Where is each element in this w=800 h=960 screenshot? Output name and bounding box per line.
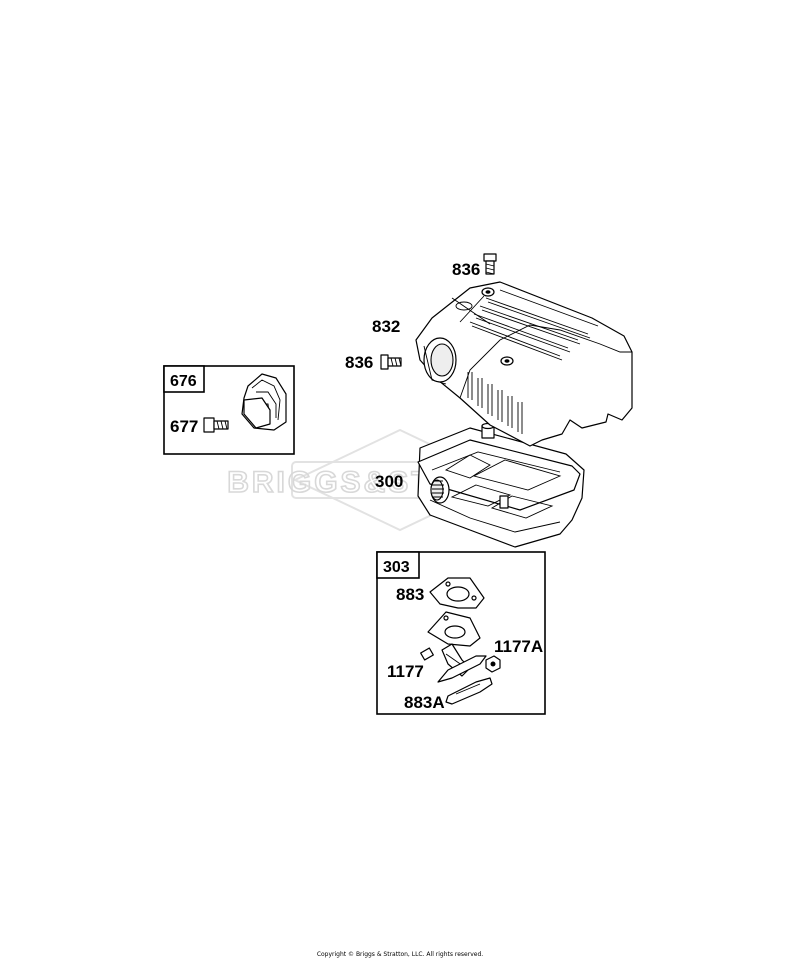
- copyright-footer: Copyright © Briggs & Stratton, LLC. All …: [317, 951, 483, 958]
- gasket-kit-box: [376, 551, 546, 715]
- bolt-top-part: [483, 253, 497, 275]
- label-303: 303: [383, 559, 410, 576]
- label-836-top: 836: [452, 260, 480, 279]
- label-836-side: 836: [345, 353, 373, 372]
- label-832: 832: [372, 317, 400, 336]
- label-677: 677: [170, 417, 198, 436]
- bolt-side-part: [380, 354, 402, 370]
- muffler-part: [417, 422, 585, 548]
- label-676: 676: [170, 373, 197, 390]
- label-883a: 883A: [404, 693, 445, 712]
- label-300: 300: [375, 472, 403, 491]
- deflector-kit-box: [163, 365, 295, 455]
- label-1177: 1177: [387, 662, 424, 681]
- label-1177a: 1177A: [494, 637, 543, 656]
- label-883: 883: [396, 585, 424, 604]
- muffler-guard-part: [415, 281, 633, 447]
